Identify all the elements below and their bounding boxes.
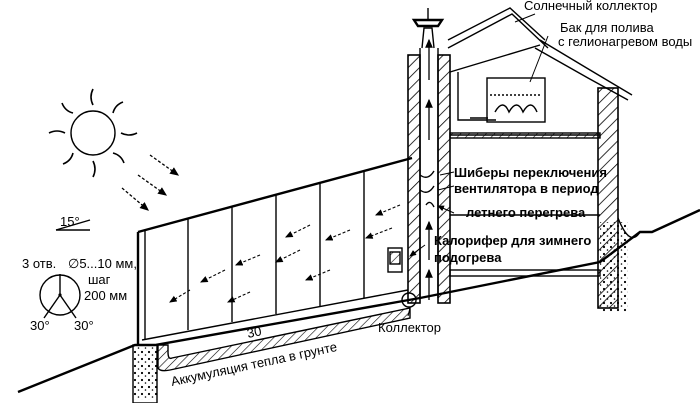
damper-icon bbox=[419, 170, 435, 208]
label-angle-right: 30° bbox=[74, 318, 94, 333]
label-dampers-line3: летнего перегрева bbox=[466, 205, 586, 220]
label-holes: 3 отв. bbox=[22, 256, 56, 271]
central-wall bbox=[407, 8, 451, 304]
label-angle-left: 30° bbox=[30, 318, 50, 333]
label-tank-line2: с гелионагревом воды bbox=[558, 34, 692, 49]
heater-box bbox=[387, 247, 403, 273]
airflow-arrow-icon bbox=[169, 204, 401, 303]
label-holes-diameter: ∅5...10 мм, bbox=[68, 256, 137, 271]
label-dampers-line2: вентилятора в период bbox=[454, 181, 599, 196]
label-collector: Коллектор bbox=[378, 320, 441, 335]
label-tank-line1: Бак для полива bbox=[560, 20, 654, 35]
angle-15-detail bbox=[55, 219, 91, 231]
heater-core bbox=[389, 251, 401, 265]
greenhouse-frame bbox=[136, 156, 413, 345]
label-heater-line1: Калорифер для зимнего bbox=[434, 233, 591, 248]
label-step-line2: 200 мм bbox=[84, 288, 127, 303]
label-heater-line2: подогрева bbox=[434, 250, 502, 265]
label-solar-collector: Солнечный коллектор bbox=[524, 0, 657, 13]
leader-lines bbox=[407, 13, 549, 317]
label-angle-15: 15° bbox=[60, 214, 80, 229]
label-dampers-line1: Шиберы переключения bbox=[454, 165, 607, 180]
label-pipe-mark: 30 bbox=[246, 323, 263, 341]
label-step-line1: шаг bbox=[88, 272, 111, 287]
sun-icon bbox=[48, 88, 138, 178]
left-foundation bbox=[132, 344, 158, 403]
pipe-section-detail bbox=[39, 274, 81, 319]
soil-left bbox=[133, 345, 157, 400]
sun-ray-arrows bbox=[121, 154, 180, 211]
house bbox=[447, 7, 633, 309]
